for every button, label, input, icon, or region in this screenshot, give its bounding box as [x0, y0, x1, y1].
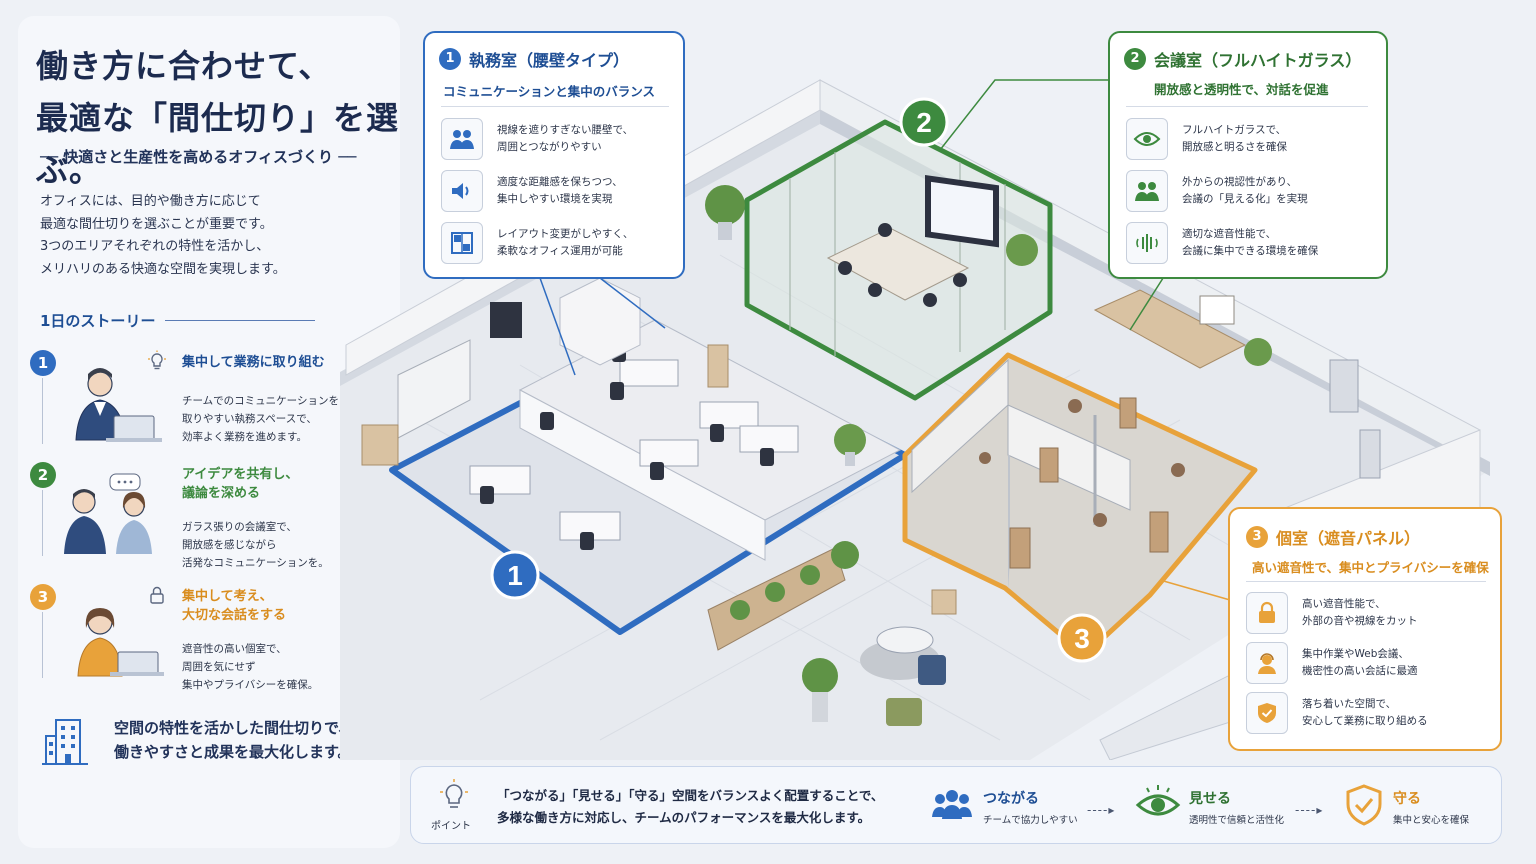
point-label: ポイント — [431, 821, 471, 832]
sound-wave-icon — [1126, 222, 1168, 264]
area-2-meeting-room — [705, 119, 1053, 401]
focused-worker-illustration — [77, 608, 164, 677]
svg-text:2: 2 — [916, 107, 932, 138]
feature-row: 視線を遮りすぎない腰壁で、周囲とつながりやすい — [441, 117, 633, 161]
left-panel: 働き方に合わせて、 最適な「間仕切り」を選ぶ。 ── 快適さと生産性を高めるオフ… — [18, 16, 400, 848]
callout-subtitle: 開放感と透明性で、対話を促進 — [1154, 82, 1329, 97]
arrow-connector: ----▸ — [1295, 803, 1324, 817]
story-item-3: 3 集中して考え、 大切な会話をする 遮音性の高い個室で、 周囲を気にせず 集中… — [30, 584, 390, 694]
shield-check-icon — [1246, 692, 1288, 734]
callout-subtitle: 高い遮音性で、集中とプライバシーを確保 — [1252, 560, 1489, 575]
callout-subtitle: コミュニケーションと集中のバランス — [443, 84, 656, 99]
svg-text:3: 3 — [1074, 623, 1090, 654]
story-number: 1 — [30, 350, 56, 376]
callout-meeting-room: 2 会議室（フルハイトガラス） 開放感と透明性で、対話を促進 フルハイトガラスで… — [1108, 31, 1388, 279]
story-number: 3 — [30, 584, 56, 610]
arrow-connector: ----▸ — [1087, 803, 1116, 817]
story-title: 集中して業務に取り組む — [182, 355, 325, 370]
callout-private-room: 3 個室（遮音パネル） 高い遮音性で、集中とプライバシーを確保 高い遮音性能で、… — [1228, 507, 1502, 751]
story-title: アイデアを共有し、 議論を深める — [182, 467, 299, 501]
lightbulb-icon — [148, 350, 166, 370]
lock-icon — [150, 586, 164, 604]
feature-row: 高い遮音性能で、外部の音や視線をカット — [1246, 591, 1418, 635]
feature-row: レイアウト変更がしやすく、柔軟なオフィス運用が可能 — [441, 221, 633, 265]
summary-bar: ポイント 「つながる」「見せる」「守る」空間をバランスよく配置することで、 多様… — [410, 766, 1502, 844]
summary-message: 「つながる」「見せる」「守る」空間をバランスよく配置することで、 多様な働き方に… — [497, 788, 884, 825]
story-item-1: 1 集中して業務に取り組む チームでのコミュニケーションを 取りやすい執務スペー… — [30, 350, 390, 460]
footer-note: 空間の特性を活かした間仕切りで、 働きやすさと成果を最大化します。 — [42, 716, 382, 776]
feature-row: フルハイトガラスで、開放感と明るさを確保 — [1126, 117, 1287, 161]
story-desc: 遮音性の高い個室で、 周囲を気にせず 集中やプライバシーを確保。 — [182, 643, 319, 691]
building-icon — [42, 719, 88, 765]
callout-title: 個室（遮音パネル） — [1276, 529, 1421, 548]
feature-row: 外からの視認性があり、会議の「見える化」を実現 — [1126, 169, 1308, 213]
eye-icon — [1126, 118, 1168, 160]
worker-laptop-illustration — [75, 368, 162, 442]
story-item-2: 2 アイデアを共有し、 議論を深める ガラス張りの会議室で、 開放感を感じながら… — [30, 462, 390, 572]
page-title: 働き方に合わせて、 最適な「間仕切り」を選ぶ。 — [36, 47, 400, 189]
page-subtitle: ── 快適さと生産性を高めるオフィスづくり ── — [40, 148, 357, 166]
people-icon — [441, 118, 483, 160]
feature-row: 落ち着いた空間で、安心して業務に取り組める — [1246, 691, 1428, 735]
layout-icon — [441, 222, 483, 264]
people-icon — [1126, 170, 1168, 212]
lock-icon — [1246, 592, 1288, 634]
feature-row: 集中作業やWeb会議、機密性の高い会話に最適 — [1246, 641, 1418, 685]
lightbulb-icon — [440, 779, 468, 808]
shield-check-icon — [1346, 784, 1382, 826]
headset-user-icon — [1246, 642, 1288, 684]
svg-text:1: 1 — [507, 560, 523, 591]
story-desc: ガラス張りの会議室で、 開放感を感じながら 活発なコミュニケーションを。 — [182, 521, 329, 569]
eye-icon — [1135, 785, 1181, 816]
people-group-icon — [932, 790, 972, 819]
intro-text: オフィスには、目的や働き方に応じて 最適な間仕切りを選ぶことが重要です。 3つの… — [40, 194, 286, 277]
callout-office: 1 執務室（腰壁タイプ） コミュニケーションと集中のバランス 視線を遮りすぎない… — [423, 31, 685, 279]
map-badge-2: 2 — [899, 97, 949, 147]
feature-row: 適度な距離感を保ちつつ、集中しやすい環境を実現 — [441, 169, 623, 213]
story-desc: チームでのコミュニケーションを 取りやすい執務スペースで、 効率よく業務を進めま… — [182, 395, 339, 443]
area-3-private-rooms — [902, 352, 1258, 658]
map-badge-1: 1 — [490, 550, 540, 600]
discussion-illustration — [64, 473, 152, 554]
speaker-icon — [441, 170, 483, 212]
story-number: 2 — [30, 462, 56, 488]
storage-area — [361, 277, 729, 466]
feature-row: 適切な遮音性能で、会議に集中できる環境を確保 — [1126, 221, 1318, 265]
map-badge-3: 3 — [1057, 613, 1107, 663]
story-title: 集中して考え、 大切な会話をする — [182, 589, 287, 623]
callout-title: 会議室（フルハイトガラス） — [1154, 51, 1362, 70]
callout-title: 執務室（腰壁タイプ） — [469, 51, 630, 70]
keyword-connect: つながる チームで協力しやすい — [927, 779, 1097, 835]
lobby-area — [707, 541, 957, 726]
story-heading: 1日のストーリー — [40, 310, 316, 331]
lounge-counter — [1093, 289, 1359, 413]
keyword-protect: 守る 集中と安心を確保 — [1341, 779, 1491, 835]
keyword-show: 見せる 透明性で信頼と活性化 — [1133, 779, 1303, 835]
